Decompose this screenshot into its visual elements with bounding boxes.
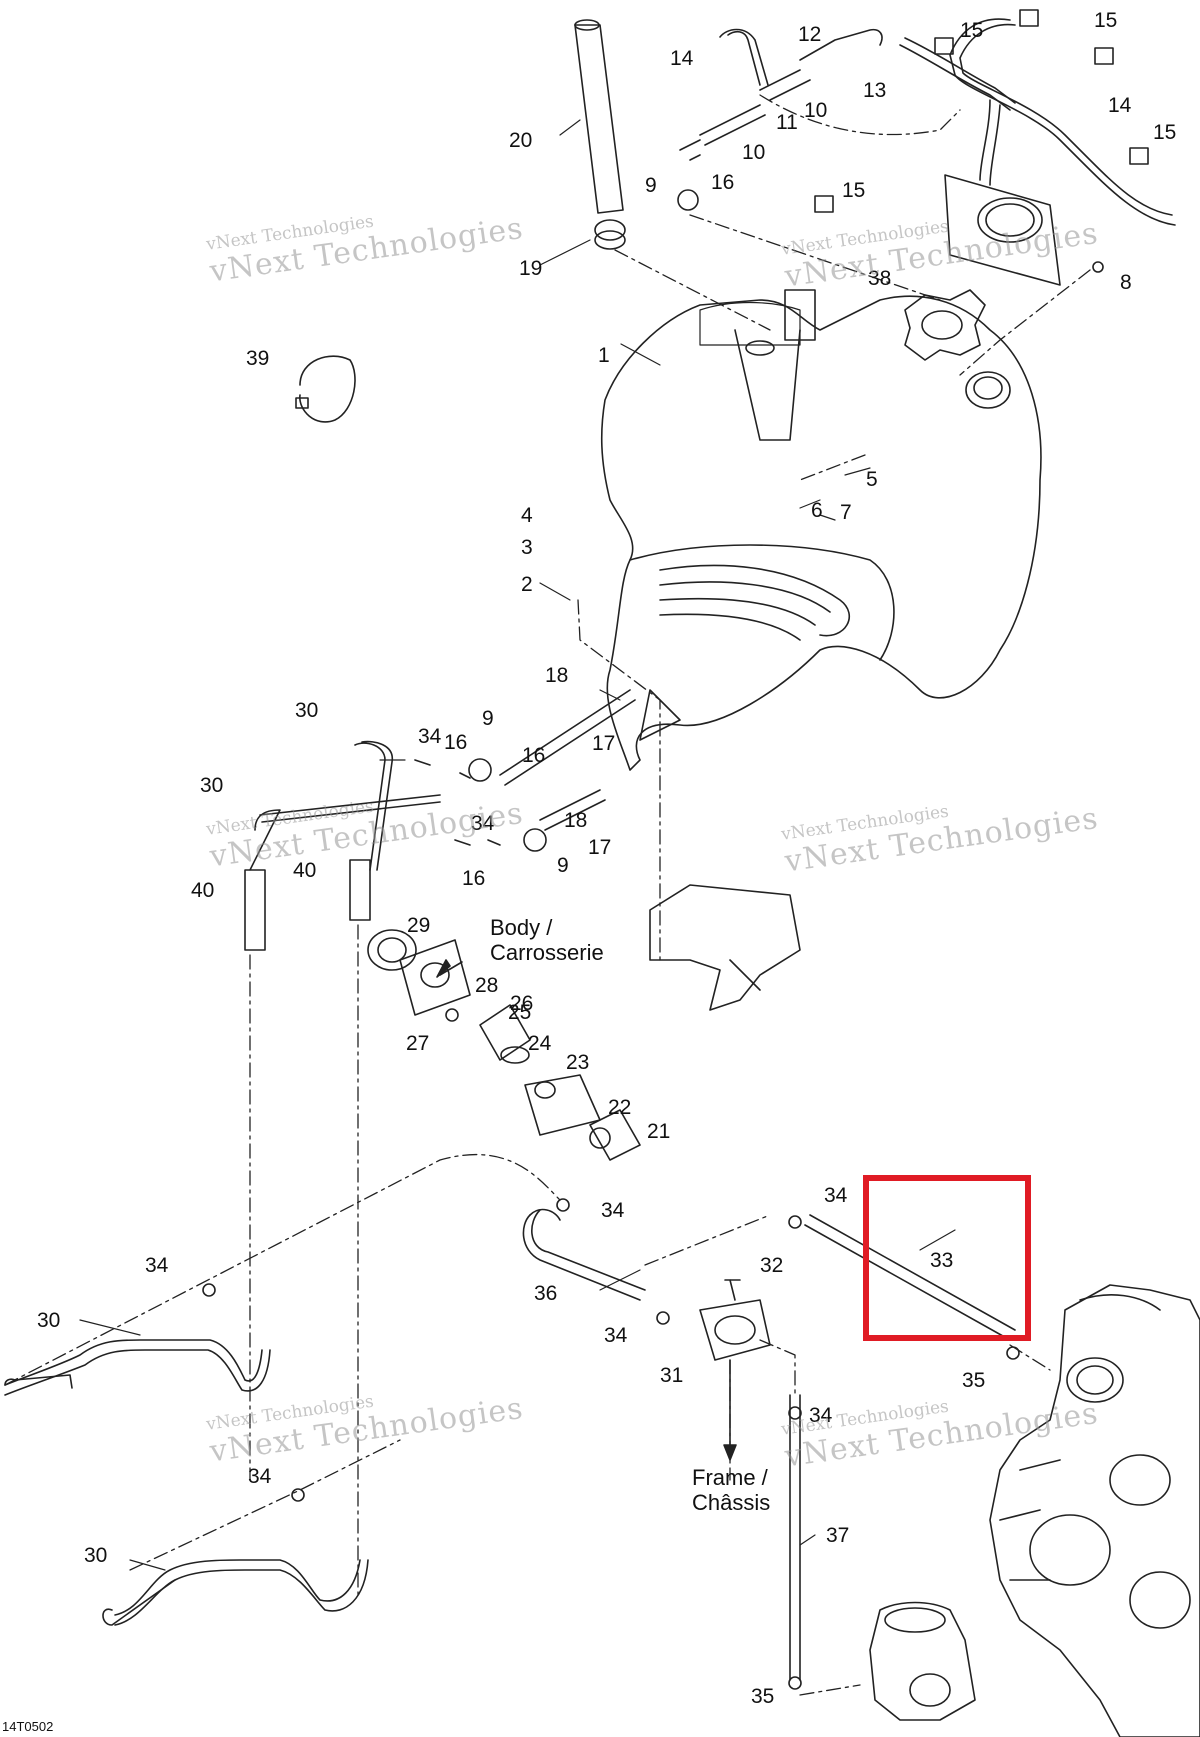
callout-label: 34 bbox=[601, 1199, 625, 1222]
callout-label: 15 bbox=[842, 179, 866, 202]
fuel-valve-assembly bbox=[367, 929, 641, 1161]
callout-label: 30 bbox=[37, 1309, 61, 1332]
callout-label: 40 bbox=[191, 879, 215, 902]
frame-note-line1: Frame / bbox=[692, 1465, 768, 1490]
engine bbox=[989, 1284, 1200, 1737]
callout-label: 25 bbox=[508, 1001, 532, 1024]
vent-hoses bbox=[677, 9, 1176, 226]
callout-label: 13 bbox=[863, 79, 887, 102]
callout-label: 38 bbox=[868, 267, 892, 290]
callout-label: 15 bbox=[960, 19, 984, 42]
callout-label: 22 bbox=[608, 1096, 632, 1119]
callout-label: 35 bbox=[751, 1685, 775, 1708]
assembly-leader-lines bbox=[4, 94, 1091, 1696]
callout-label: 6 bbox=[811, 499, 823, 522]
callout-label: 37 bbox=[826, 1524, 850, 1547]
mounting-bracket bbox=[944, 174, 1104, 286]
clamp bbox=[295, 355, 356, 423]
callout-label: 26 bbox=[510, 992, 534, 1015]
callout-label: 17 bbox=[592, 732, 616, 755]
callout-label: 14 bbox=[670, 47, 694, 70]
callout-label: 34 bbox=[418, 725, 442, 748]
diagram-reference: 14T0502 bbox=[2, 1719, 54, 1734]
callout-label: 12 bbox=[798, 23, 822, 46]
callout-label: 28 bbox=[475, 974, 499, 997]
callout-label: 2 bbox=[521, 573, 533, 596]
callout-label: 15 bbox=[1153, 121, 1177, 144]
callout-label: 9 bbox=[645, 174, 657, 197]
frame-note: Frame / Châssis bbox=[692, 1465, 770, 1516]
callout-label: 29 bbox=[407, 914, 431, 937]
callout-label: 40 bbox=[293, 859, 317, 882]
callout-label: 18 bbox=[564, 809, 588, 832]
callout-label: 7 bbox=[840, 501, 852, 524]
callout-label: 36 bbox=[534, 1282, 558, 1305]
fuel-lines-lower bbox=[4, 1198, 1020, 1690]
body-note: Body / Carrosserie bbox=[490, 915, 604, 966]
callout-label: 21 bbox=[647, 1120, 671, 1143]
frame-note-line2: Châssis bbox=[692, 1490, 771, 1516]
callout-label: 20 bbox=[509, 129, 533, 152]
fuel-tank bbox=[600, 289, 1042, 771]
callout-label: 34 bbox=[824, 1184, 848, 1207]
body-note-line2: Carrosserie bbox=[490, 940, 604, 966]
callout-label: 33 bbox=[930, 1249, 954, 1272]
callout-label: 34 bbox=[471, 812, 495, 835]
callout-label: 34 bbox=[809, 1404, 833, 1427]
callout-label: 30 bbox=[200, 774, 224, 797]
callout-label: 23 bbox=[566, 1051, 590, 1074]
callout-label: 14 bbox=[1108, 94, 1132, 117]
callout-label: 8 bbox=[1120, 271, 1132, 294]
fuel-lines-upper bbox=[244, 689, 636, 951]
callout-label: 30 bbox=[84, 1544, 108, 1567]
callout-label: 10 bbox=[804, 99, 828, 122]
callout-label: 34 bbox=[145, 1254, 169, 1277]
highlight-box bbox=[863, 1175, 1031, 1341]
callout-label: 3 bbox=[521, 536, 533, 559]
body-panel bbox=[649, 884, 801, 1011]
callout-label: 27 bbox=[406, 1032, 430, 1055]
callout-label: 16 bbox=[522, 744, 546, 767]
callout-label: 35 bbox=[962, 1369, 986, 1392]
callout-label: 11 bbox=[776, 111, 798, 134]
callout-label: 9 bbox=[482, 707, 494, 730]
fuel-filter bbox=[699, 1279, 771, 1361]
callout-label: 19 bbox=[519, 257, 543, 280]
filler-neck bbox=[574, 19, 626, 250]
callout-label: 18 bbox=[545, 664, 569, 687]
callout-label: 4 bbox=[521, 504, 533, 527]
callout-label: 16 bbox=[444, 731, 468, 754]
callout-leaders bbox=[79, 119, 956, 1571]
callout-label: 1 bbox=[598, 344, 610, 367]
callout-label: 9 bbox=[557, 854, 569, 877]
callout-label: 34 bbox=[248, 1465, 272, 1488]
callout-label: 31 bbox=[660, 1364, 684, 1387]
callout-label: 16 bbox=[711, 171, 735, 194]
callout-label: 34 bbox=[604, 1324, 628, 1347]
callout-label: 15 bbox=[1094, 9, 1118, 32]
callout-label: 30 bbox=[295, 699, 319, 722]
carburetor bbox=[869, 1601, 976, 1721]
callout-label: 17 bbox=[588, 836, 612, 859]
callout-label: 16 bbox=[462, 867, 486, 890]
frame-arrow bbox=[436, 959, 737, 1461]
callout-label: 5 bbox=[866, 468, 878, 491]
callout-label: 32 bbox=[760, 1254, 784, 1277]
fuel-cap bbox=[904, 289, 986, 361]
callout-label: 24 bbox=[528, 1032, 552, 1055]
callout-label: 39 bbox=[246, 347, 270, 370]
callout-label: 10 bbox=[742, 141, 766, 164]
body-note-line1: Body / bbox=[490, 915, 553, 940]
